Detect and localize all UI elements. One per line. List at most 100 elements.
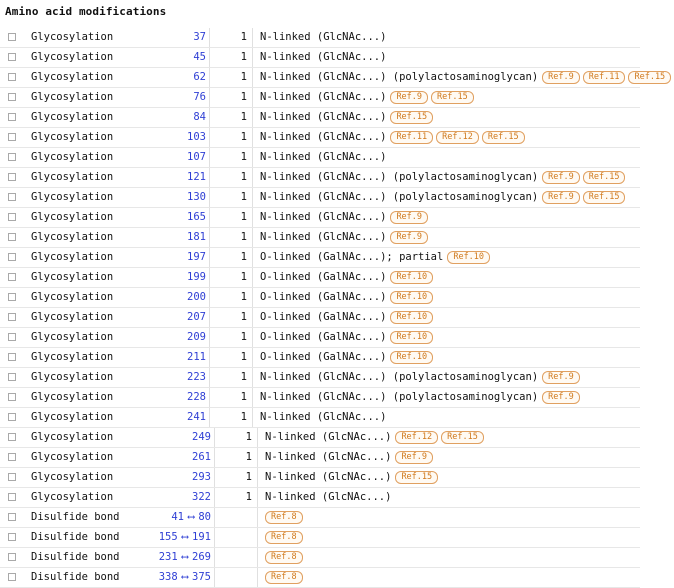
position-link[interactable]: 37 xyxy=(193,31,206,43)
position-link[interactable]: 130 xyxy=(187,191,206,203)
position-link[interactable]: 211 xyxy=(187,351,206,363)
row-checkbox[interactable] xyxy=(8,293,16,301)
feature-type: Glycosylation xyxy=(31,371,114,383)
position-link[interactable]: 197 xyxy=(187,251,206,263)
reference-badge[interactable]: Ref.9 xyxy=(395,451,434,464)
feature-type: Disulfide bond xyxy=(31,531,120,543)
row-checkbox[interactable] xyxy=(8,73,16,81)
row-checkbox[interactable] xyxy=(8,193,16,201)
reference-badge[interactable]: Ref.9 xyxy=(390,91,429,104)
reference-badge[interactable]: Ref.9 xyxy=(390,231,429,244)
row-checkbox[interactable] xyxy=(8,213,16,221)
row-checkbox[interactable] xyxy=(8,253,16,261)
position-link[interactable]: 62 xyxy=(193,71,206,83)
reference-badge[interactable]: Ref.15 xyxy=(582,171,626,184)
reference-badge[interactable]: Ref.15 xyxy=(431,91,474,104)
row-checkbox[interactable] xyxy=(8,133,16,141)
description-cell: N-linked (GlcNAc...) xyxy=(260,148,390,167)
position-link[interactable]: 165 xyxy=(187,211,206,223)
row-checkbox[interactable] xyxy=(8,433,16,441)
reference-badge[interactable]: Ref.10 xyxy=(390,271,434,284)
reference-badge[interactable]: Ref.10 xyxy=(390,291,434,304)
reference-badge[interactable]: Ref.9 xyxy=(542,171,580,184)
row-checkbox[interactable] xyxy=(8,93,16,101)
bond-from-link[interactable]: 155 xyxy=(158,531,178,543)
bond-from-link[interactable]: 231 xyxy=(158,551,178,563)
position-link[interactable]: 76 xyxy=(193,91,206,103)
reference-badge[interactable]: Ref.8 xyxy=(265,511,303,524)
row-checkbox[interactable] xyxy=(8,33,16,41)
row-checkbox[interactable] xyxy=(8,493,16,501)
position-link[interactable]: 241 xyxy=(187,411,206,423)
row-checkbox[interactable] xyxy=(8,233,16,241)
reference-badge[interactable]: Ref.11 xyxy=(390,131,434,144)
reference-badge[interactable]: Ref.9 xyxy=(542,191,580,204)
row-checkbox[interactable] xyxy=(8,273,16,281)
row-checkbox[interactable] xyxy=(8,453,16,461)
row-checkbox[interactable] xyxy=(8,313,16,321)
reference-badge[interactable]: Ref.11 xyxy=(582,71,626,84)
reference-badge[interactable]: Ref.15 xyxy=(628,71,672,84)
reference-badge[interactable]: Ref.10 xyxy=(390,311,434,324)
reference-badge[interactable]: Ref.9 xyxy=(542,371,580,384)
position-link[interactable]: 228 xyxy=(187,391,206,403)
position-link[interactable]: 181 xyxy=(187,231,206,243)
row-checkbox[interactable] xyxy=(8,393,16,401)
position-link[interactable]: 199 xyxy=(187,271,206,283)
row-checkbox[interactable] xyxy=(8,53,16,61)
row-checkbox[interactable] xyxy=(8,553,16,561)
position-link[interactable]: 209 xyxy=(187,331,206,343)
row-checkbox[interactable] xyxy=(8,473,16,481)
bond-to-link[interactable]: 269 xyxy=(192,551,211,563)
row-checkbox[interactable] xyxy=(8,353,16,361)
row-checkbox[interactable] xyxy=(8,373,16,381)
position-link[interactable]: 45 xyxy=(193,51,206,63)
row-checkbox[interactable] xyxy=(8,413,16,421)
bond-from-link[interactable]: 338 xyxy=(158,571,178,583)
row-checkbox[interactable] xyxy=(8,153,16,161)
reference-badge[interactable]: Ref.15 xyxy=(441,431,484,444)
reference-badge[interactable]: Ref.15 xyxy=(390,111,434,124)
row-checkbox[interactable] xyxy=(8,113,16,121)
reference-badge[interactable]: Ref.8 xyxy=(265,571,303,584)
position-link[interactable]: 207 xyxy=(187,311,206,323)
bond-to-link[interactable]: 80 xyxy=(198,511,211,523)
description-text: N-linked (GlcNAc...) (polylactosaminogly… xyxy=(260,391,539,403)
reference-badge[interactable]: Ref.15 xyxy=(582,191,626,204)
reference-badge[interactable]: Ref.8 xyxy=(265,531,303,544)
row-checkbox[interactable] xyxy=(8,533,16,541)
reference-badge[interactable]: Ref.10 xyxy=(390,351,434,364)
row-checkbox[interactable] xyxy=(8,173,16,181)
bond-from-link[interactable]: 41 xyxy=(171,511,185,523)
position-link[interactable]: 107 xyxy=(187,151,206,163)
position-link[interactable]: 322 xyxy=(192,491,211,503)
reference-badge[interactable]: Ref.9 xyxy=(542,391,580,404)
position-link[interactable]: 223 xyxy=(187,371,206,383)
position-link[interactable]: 84 xyxy=(193,111,206,123)
position-link[interactable]: 121 xyxy=(187,171,206,183)
row-checkbox[interactable] xyxy=(8,333,16,341)
position-link[interactable]: 261 xyxy=(192,451,211,463)
reference-badge[interactable]: Ref.9 xyxy=(542,71,580,84)
bond-to-link[interactable]: 375 xyxy=(192,571,211,583)
length-value: 1 xyxy=(240,211,247,223)
position-link[interactable]: 200 xyxy=(187,291,206,303)
position-cell: 241 xyxy=(130,408,210,427)
reference-badge[interactable]: Ref.10 xyxy=(447,251,491,264)
reference-badge[interactable]: Ref.12 xyxy=(436,131,479,144)
position-link[interactable]: 249 xyxy=(192,431,211,443)
reference-badge[interactable]: Ref.10 xyxy=(390,331,434,344)
bond-to-link[interactable]: 191 xyxy=(192,531,211,543)
reference-badge[interactable]: Ref.8 xyxy=(265,551,303,564)
reference-badge[interactable]: Ref.15 xyxy=(481,131,525,144)
reference-badge[interactable]: Ref.15 xyxy=(395,471,439,484)
row-checkbox[interactable] xyxy=(8,573,16,581)
description-cell: N-linked (GlcNAc...)Ref.9 xyxy=(260,208,431,227)
position-link[interactable]: 293 xyxy=(192,471,211,483)
reference-badge[interactable]: Ref.9 xyxy=(390,211,429,224)
position-link[interactable]: 103 xyxy=(187,131,206,143)
row-checkbox[interactable] xyxy=(8,513,16,521)
feature-type: Disulfide bond xyxy=(31,571,120,583)
reference-badge[interactable]: Ref.12 xyxy=(395,431,439,444)
